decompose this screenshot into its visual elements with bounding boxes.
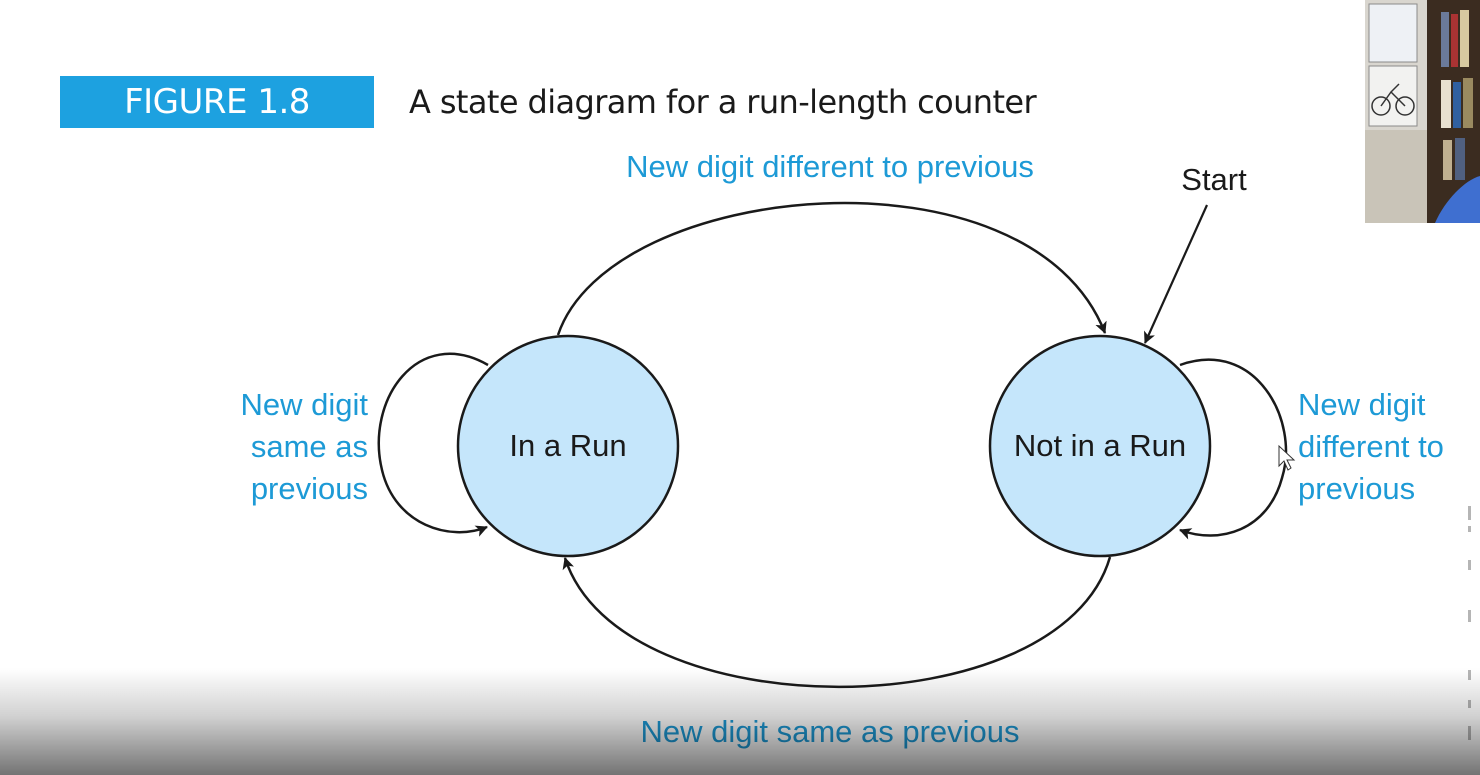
start-arrow bbox=[1143, 204, 1209, 344]
transition-arc-top bbox=[556, 201, 1107, 336]
state-label-not-in-a-run: Not in a Run bbox=[1014, 428, 1186, 463]
label-left-loop-line1: New digit bbox=[241, 387, 369, 422]
figure-number-badge: FIGURE 1.8 bbox=[60, 76, 374, 128]
state-label-in-a-run: In a Run bbox=[509, 428, 626, 463]
label-bottom-transition: New digit same as previous bbox=[640, 714, 1019, 749]
state-not-in-a-run bbox=[988, 334, 1212, 558]
self-loop-not-in-run bbox=[1179, 358, 1288, 540]
figure-caption: A state diagram for a run-length counter bbox=[409, 83, 1037, 121]
self-loop-in-run bbox=[377, 352, 489, 537]
label-start: Start bbox=[1181, 162, 1247, 197]
webcam-video-thumbnail bbox=[1365, 0, 1480, 223]
label-left-loop-line3: previous bbox=[251, 471, 368, 506]
label-right-loop-line2: different to bbox=[1298, 429, 1444, 464]
label-top-transition: New digit different to previous bbox=[626, 149, 1034, 184]
transition-arc-bottom bbox=[562, 556, 1112, 688]
state-in-a-run bbox=[456, 334, 680, 558]
label-left-loop-line2: same as bbox=[251, 429, 368, 464]
label-right-loop-line1: New digit bbox=[1298, 387, 1426, 422]
mouse-cursor-icon bbox=[1278, 444, 1296, 471]
label-right-loop-line3: previous bbox=[1298, 471, 1415, 506]
